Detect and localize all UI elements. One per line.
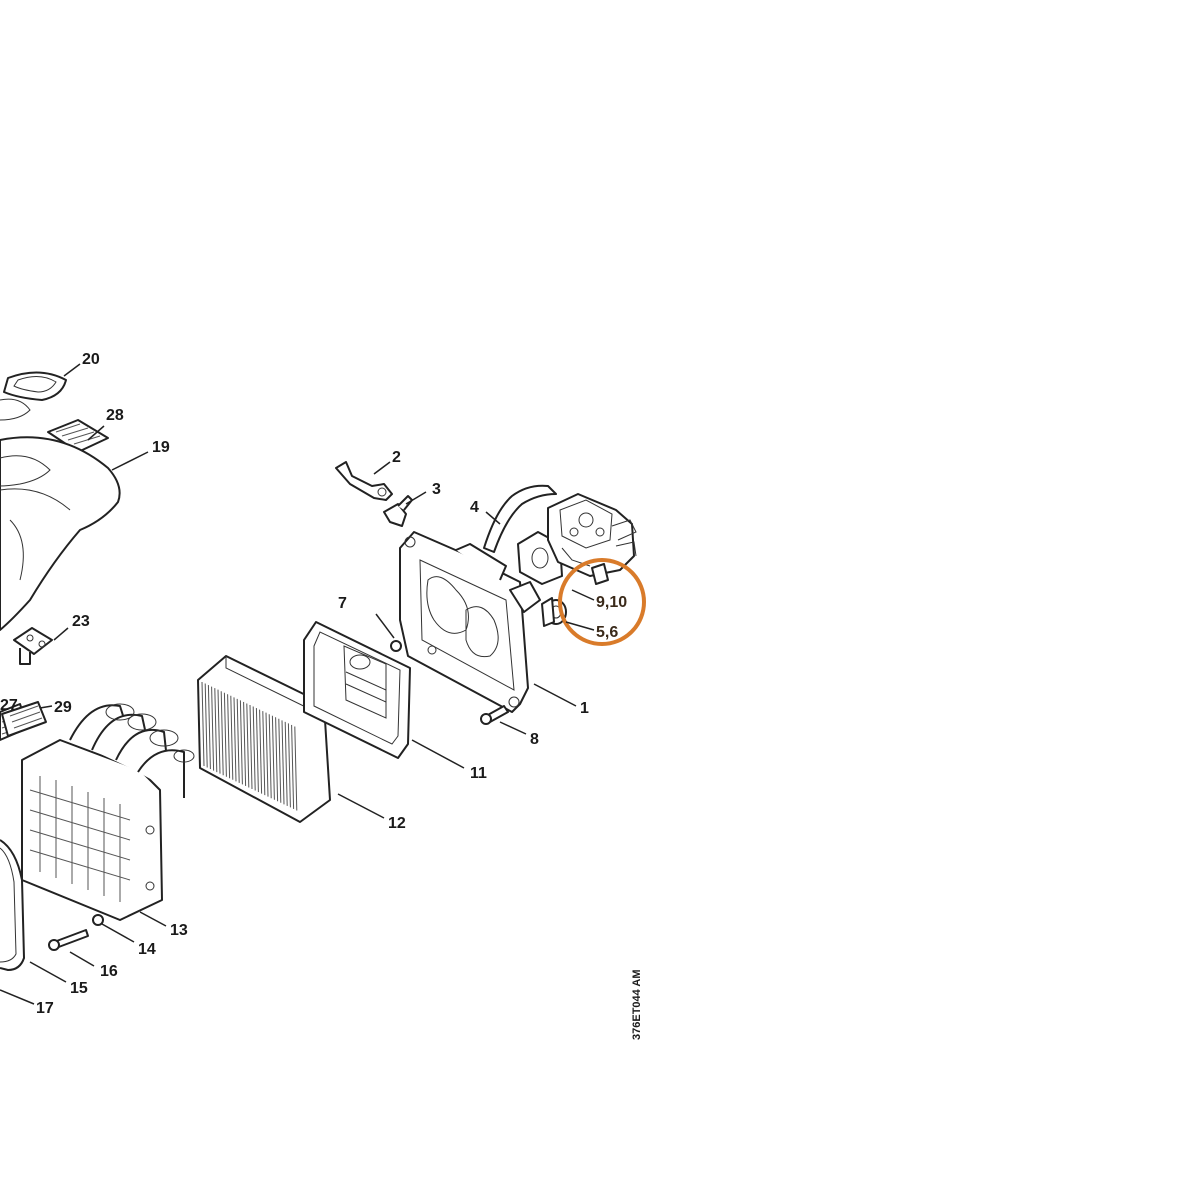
callout-20: 20 (82, 351, 100, 368)
filter-pleat (227, 694, 231, 779)
part-13-housing (21, 703, 195, 921)
filter-pleat (294, 726, 298, 811)
part-2-lever (335, 461, 393, 501)
part-14-nut (92, 914, 104, 926)
filter-pleat (268, 714, 272, 799)
filter-pleat (220, 691, 224, 776)
filter-pleat (211, 686, 215, 771)
filter-pleat (255, 708, 259, 793)
callout-14: 14 (138, 941, 156, 958)
filter-pleat (259, 709, 263, 794)
filter-pleat (275, 717, 279, 802)
filter-pleat (284, 721, 288, 806)
filter-pleat (262, 711, 266, 796)
filter-pleat (271, 715, 275, 800)
callout-17: 17 (36, 1000, 54, 1017)
callout-16: 16 (100, 963, 118, 980)
leader-lines (0, 363, 595, 1005)
drawing-code: 376ET044 AM (631, 969, 643, 1040)
filter-pleat (230, 695, 234, 780)
filter-pleat (246, 703, 250, 788)
filter-pleat (291, 724, 295, 809)
filter-pleat (201, 681, 205, 767)
filter-pleat (281, 720, 285, 805)
filter-pleat (204, 683, 208, 768)
filter-pleat (287, 723, 291, 808)
part-1-base (399, 531, 541, 713)
callout-3: 3 (432, 481, 441, 498)
filter-pleat (252, 706, 256, 791)
callout-4: 4 (470, 499, 479, 516)
filter-pleat (278, 718, 282, 803)
callout-15: 15 (70, 980, 88, 997)
callout-5-6: 5,6 (596, 624, 618, 641)
filter-pleat (223, 692, 227, 777)
callout-1: 1 (580, 700, 589, 717)
filter-pleat (239, 700, 243, 785)
callout-labels: 20 28 19 2 3 4 7 23 27 29 1 8 11 12 13 1… (0, 351, 627, 1017)
part-7-nut (390, 640, 402, 652)
part-29-gasket (1, 701, 47, 737)
callout-29: 29 (54, 699, 72, 716)
part-12-filter (197, 655, 331, 823)
callout-13: 13 (170, 922, 188, 939)
filter-pleat (207, 685, 211, 770)
callout-23: 23 (72, 613, 90, 630)
part-20-cap (3, 371, 67, 401)
callout-19: 19 (152, 439, 170, 456)
callout-27: 27 (0, 697, 18, 714)
filter-pleat (217, 689, 221, 774)
part-11-frame (303, 621, 411, 759)
part-4-hose (483, 484, 557, 553)
callout-28: 28 (106, 407, 124, 424)
callout-8: 8 (530, 731, 539, 748)
highlight-circle (558, 558, 646, 646)
filter-pleat (236, 698, 240, 783)
carburetor (547, 493, 637, 585)
part-23-mount (13, 627, 53, 665)
filter-pleat (214, 688, 218, 773)
part-16-screw (48, 929, 89, 951)
part-8-screw (480, 705, 509, 725)
callout-9-10: 9,10 (596, 594, 627, 611)
filter-pleat (243, 701, 247, 786)
callout-11: 11 (470, 765, 487, 782)
filter-pleat (233, 697, 237, 782)
callout-2: 2 (392, 449, 401, 466)
part-3-clip (383, 495, 413, 527)
filter-pleat (265, 712, 269, 797)
part-19-shroud (0, 398, 121, 631)
part-17-seal (0, 839, 25, 971)
callout-12: 12 (388, 815, 406, 832)
callout-7: 7 (338, 595, 347, 612)
filter-pleat (249, 704, 253, 790)
